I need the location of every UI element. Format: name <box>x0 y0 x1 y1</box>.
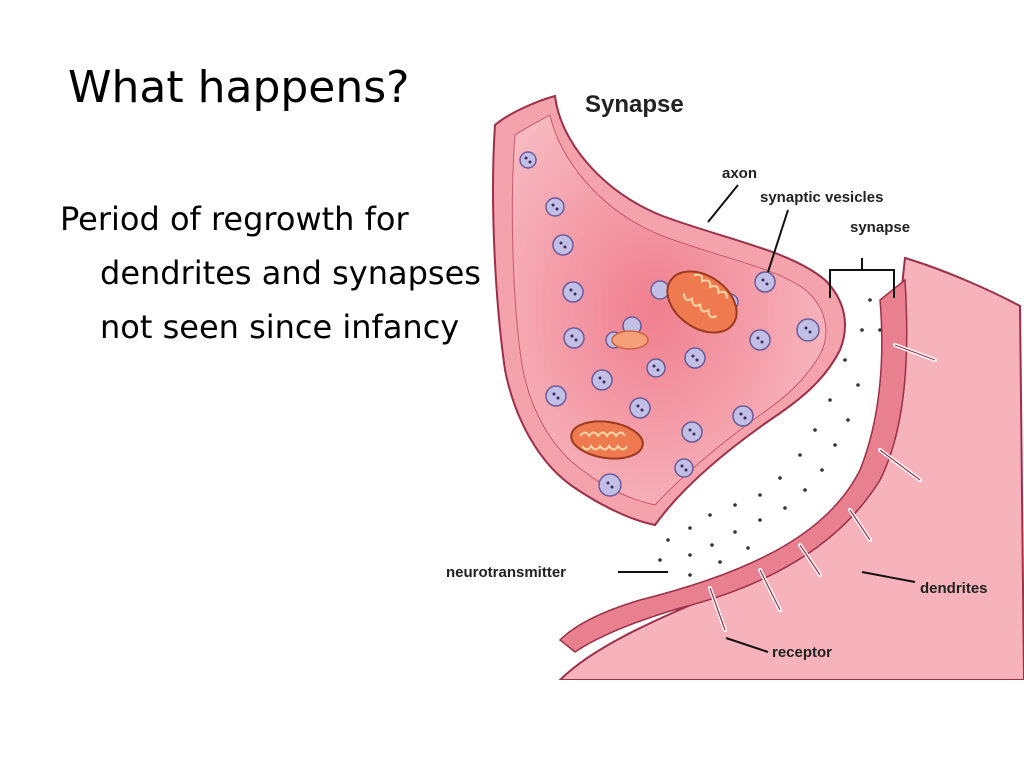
vesicles <box>519 151 820 497</box>
label-neurotransmitter: neurotransmitter <box>446 564 566 581</box>
synapse-diagram: Synapse axon synaptic vesicles synapse n… <box>446 91 1024 680</box>
bullet-text: Period of regrowth for dendrites and syn… <box>60 200 481 346</box>
axon-terminal <box>492 94 846 527</box>
leader-lines <box>618 184 916 653</box>
label-receptor: receptor <box>772 644 832 661</box>
dendrite-shape <box>558 256 1024 680</box>
slide-title: What happens? <box>68 62 410 113</box>
synapse-bracket <box>829 258 895 298</box>
label-dendrites: dendrites <box>920 580 988 597</box>
label-synapse: synapse <box>850 219 910 236</box>
label-synaptic-vesicles: synaptic vesicles <box>760 189 883 206</box>
mitochondria <box>570 270 738 460</box>
diagram-heading: Synapse <box>585 91 684 118</box>
neurotransmitter-dots <box>658 298 882 577</box>
vesicle-contents <box>524 156 812 489</box>
label-axon: axon <box>722 165 757 182</box>
